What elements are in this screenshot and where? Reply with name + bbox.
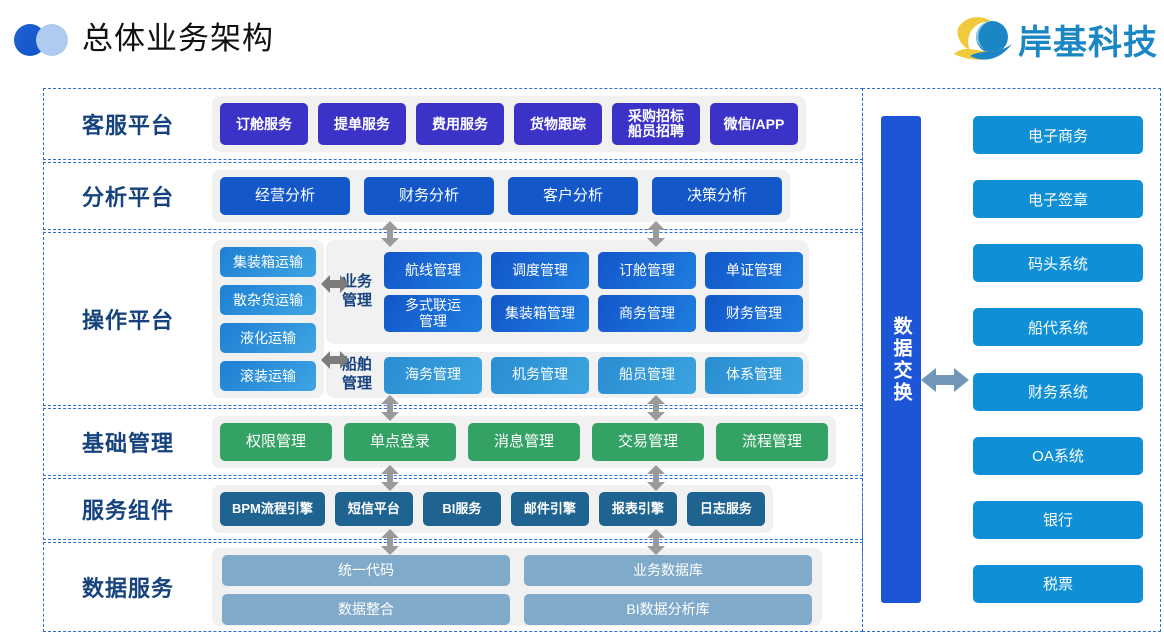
chip-cargo-tracking[interactable]: 货物跟踪 <box>514 103 602 145</box>
data-exchange-label: 数据交换 <box>890 315 912 404</box>
chip-message-management[interactable]: 消息管理 <box>468 423 580 461</box>
row-analysis-platform: 分析平台 经营分析 财务分析 客户分析 决策分析 <box>43 162 863 230</box>
connector-arrow-vertical <box>381 529 399 555</box>
chip-log-service[interactable]: 日志服务 <box>686 492 765 526</box>
chip-bi-analysis-database[interactable]: BI数据分析库 <box>524 594 812 625</box>
connector-arrow-vertical <box>381 395 399 421</box>
chip-business-database[interactable]: 业务数据库 <box>524 555 812 586</box>
chip-tray: 权限管理 单点登录 消息管理 交易管理 流程管理 <box>212 416 836 468</box>
chip-business-analysis[interactable]: 经营分析 <box>220 177 350 215</box>
chip-customer-analysis[interactable]: 客户分析 <box>508 177 638 215</box>
connector-arrow-vertical <box>647 465 665 491</box>
group-label: 船舶 管理 <box>341 356 372 392</box>
ext-tax-invoice[interactable]: 税票 <box>973 564 1143 603</box>
cell-marine-management[interactable]: 海务管理 <box>384 356 482 394</box>
cell-container-management[interactable]: 集装箱管理 <box>491 295 589 332</box>
ext-oa-system[interactable]: OA系统 <box>973 436 1143 475</box>
chip-tray: 经营分析 财务分析 客户分析 决策分析 <box>212 170 790 222</box>
row-label: 服务组件 <box>81 498 174 523</box>
chip-roro-transport[interactable]: 滚装运输 <box>220 361 316 391</box>
row-service-components: 服务组件 BPM流程引擎 短信平台 BI服务 邮件引擎 报表引擎 日志服务 <box>43 478 863 540</box>
chip-bpm-engine[interactable]: BPM流程引擎 <box>220 492 325 526</box>
row-label: 操作平台 <box>81 308 174 333</box>
chip-liquid-transport[interactable]: 液化运输 <box>220 323 316 353</box>
connector-arrow-vertical <box>381 221 399 247</box>
chip-wechat-app[interactable]: 微信/APP <box>710 103 798 145</box>
row-label: 数据服务 <box>81 576 174 601</box>
row-label: 客服平台 <box>81 113 174 138</box>
row-label: 基础管理 <box>81 431 174 456</box>
chip-fee-service[interactable]: 费用服务 <box>416 103 504 145</box>
connector-arrow-vertical <box>381 465 399 491</box>
chip-order-booking[interactable]: 订舱服务 <box>220 103 308 145</box>
architecture-diagram: 客服平台 订舱服务 提单服务 费用服务 货物跟踪 采购招标 船员招聘 微信/AP… <box>43 88 863 632</box>
cell-system-management[interactable]: 体系管理 <box>705 356 803 394</box>
chip-container-transport[interactable]: 集装箱运输 <box>220 247 316 277</box>
row-customer-service-platform: 客服平台 订舱服务 提单服务 费用服务 货物跟踪 采购招标 船员招聘 微信/AP… <box>43 88 863 160</box>
cell-dispatch-management[interactable]: 调度管理 <box>491 252 589 289</box>
chip-tray: BPM流程引擎 短信平台 BI服务 邮件引擎 报表引擎 日志服务 <box>212 485 773 533</box>
chip-procurement-recruitment[interactable]: 采购招标 船员招聘 <box>612 103 700 145</box>
connector-arrow-vertical <box>647 529 665 555</box>
chip-transaction-management[interactable]: 交易管理 <box>592 423 704 461</box>
page-header: 总体业务架构 岸基科技 <box>0 0 1164 82</box>
chip-tray: 统一代码 业务数据库 数据整合 BI数据分析库 <box>212 548 822 626</box>
ext-finance-system[interactable]: 财务系统 <box>973 372 1143 411</box>
cell-commerce-management[interactable]: 商务管理 <box>598 295 696 332</box>
chip-single-sign-on[interactable]: 单点登录 <box>344 423 456 461</box>
double-arrow-horizontal-icon <box>921 368 969 392</box>
row-data-services: 数据服务 统一代码 业务数据库 数据整合 BI数据分析库 <box>43 542 863 632</box>
two-circles-icon <box>14 24 70 56</box>
logo-text: 岸基科技 <box>1018 23 1158 62</box>
connector-arrow-vertical <box>647 221 665 247</box>
row-label: 分析平台 <box>81 185 174 210</box>
chip-breakbulk-transport[interactable]: 散杂货运输 <box>220 285 316 315</box>
chip-bi-service[interactable]: BI服务 <box>422 492 501 526</box>
ext-ecommerce[interactable]: 电子商务 <box>973 116 1143 154</box>
chip-decision-analysis[interactable]: 决策分析 <box>652 177 782 215</box>
cell-multimodal-management[interactable]: 多式联运 管理 <box>384 295 482 332</box>
chip-tray: 订舱服务 提单服务 费用服务 货物跟踪 采购招标 船员招聘 微信/APP <box>212 96 806 152</box>
external-systems-panel: 数据交换 电子商务 电子签章 码头系统 船代系统 财务系统 OA系统 银行 税票 <box>862 88 1161 632</box>
data-exchange-bar: 数据交换 <box>881 116 921 603</box>
chip-bill-of-lading[interactable]: 提单服务 <box>318 103 406 145</box>
cell-booking-management[interactable]: 订舱管理 <box>598 252 696 289</box>
chip-process-management[interactable]: 流程管理 <box>716 423 828 461</box>
group-ship-management: 船舶 管理 海务管理 机务管理 船员管理 体系管理 <box>326 352 809 398</box>
chip-data-integration[interactable]: 数据整合 <box>222 594 510 625</box>
chip-mail-engine[interactable]: 邮件引擎 <box>510 492 589 526</box>
cell-document-management[interactable]: 单证管理 <box>705 252 803 289</box>
ext-e-signature[interactable]: 电子签章 <box>973 180 1143 219</box>
chip-permission-management[interactable]: 权限管理 <box>220 423 332 461</box>
ext-shipping-agency-system[interactable]: 船代系统 <box>973 308 1143 347</box>
group-label: 业务 管理 <box>341 273 372 309</box>
group-business-management: 业务 管理 航线管理 调度管理 订舱管理 单证管理 多式联运 管理 集装箱管理 … <box>326 240 809 344</box>
chip-unified-code[interactable]: 统一代码 <box>222 555 510 586</box>
transport-type-tray: 集装箱运输 散杂货运输 液化运输 滚装运输 <box>212 240 324 398</box>
connector-arrow-horizontal <box>321 275 349 293</box>
chip-report-engine[interactable]: 报表引擎 <box>598 492 677 526</box>
page-title: 总体业务架构 <box>82 21 274 56</box>
cell-route-management[interactable]: 航线管理 <box>384 252 482 289</box>
cell-crew-management[interactable]: 船员管理 <box>598 356 696 394</box>
chip-sms-platform[interactable]: 短信平台 <box>334 492 413 526</box>
wave-circle-logo-icon <box>954 17 1012 60</box>
row-base-management: 基础管理 权限管理 单点登录 消息管理 交易管理 流程管理 <box>43 408 863 476</box>
company-logo: 岸基科技 <box>952 11 1158 67</box>
connector-arrow-vertical <box>647 395 665 421</box>
external-systems-list: 电子商务 电子签章 码头系统 船代系统 财务系统 OA系统 银行 税票 <box>973 116 1143 603</box>
ext-bank[interactable]: 银行 <box>973 500 1143 539</box>
cell-engineering-management[interactable]: 机务管理 <box>491 356 589 394</box>
connector-arrow-horizontal <box>321 351 349 369</box>
chip-finance-analysis[interactable]: 财务分析 <box>364 177 494 215</box>
cell-finance-management[interactable]: 财务管理 <box>705 295 803 332</box>
row-operation-platform: 操作平台 集装箱运输 散杂货运输 液化运输 滚装运输 业务 管理 航线管理 调度… <box>43 232 863 406</box>
ext-terminal-system[interactable]: 码头系统 <box>973 244 1143 283</box>
